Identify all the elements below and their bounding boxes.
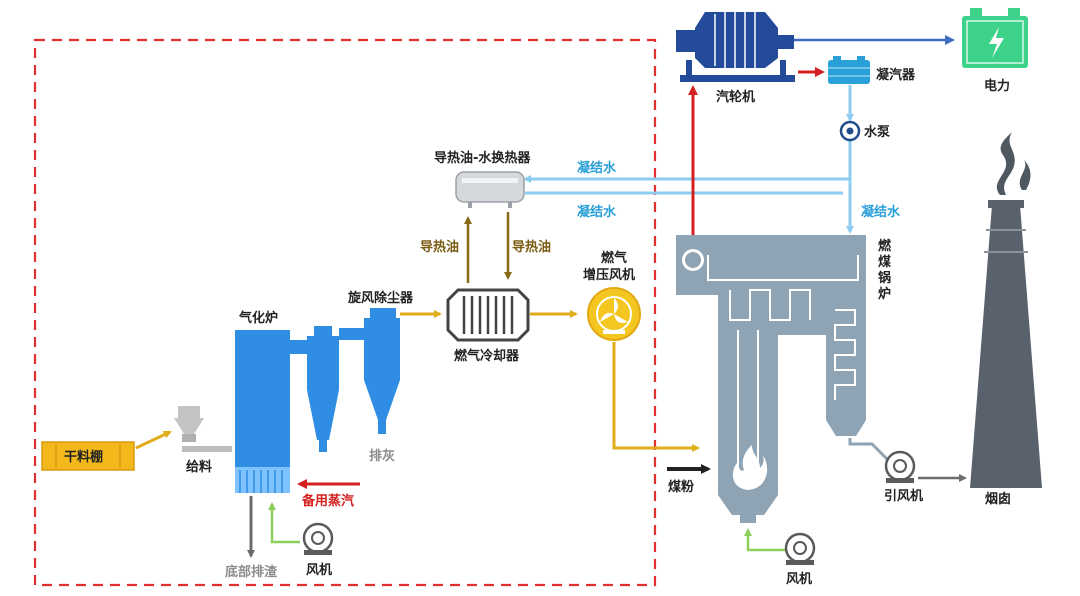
fan-left-label: 风机	[306, 562, 332, 578]
air-arrow-boiler	[744, 528, 785, 552]
condenser-icon	[828, 56, 870, 84]
feed-label: 给料	[186, 459, 212, 475]
air-arrow-gasifier	[268, 502, 300, 544]
battery-icon	[962, 8, 1028, 68]
boiler-label-2: 煤	[878, 254, 891, 270]
boiler-label-3: 锅	[878, 270, 891, 286]
pump-label: 水泵	[864, 124, 890, 140]
booster-fan-label-1: 燃气	[601, 250, 627, 266]
condensate-label-right: 凝结水	[861, 204, 901, 220]
fan-icon	[302, 522, 334, 555]
induced-fan-label: 引风机	[884, 488, 923, 504]
condensate-lines	[523, 85, 854, 234]
ash-discharge-label: 排灰	[369, 448, 395, 464]
chimney-icon	[970, 132, 1042, 488]
flame-icon	[732, 445, 768, 490]
gasification-boundary	[33, 38, 657, 587]
feeder-hopper	[174, 406, 232, 452]
dry-shed	[41, 441, 135, 471]
chimney-label: 烟囱	[985, 491, 1011, 507]
heat-exchanger	[455, 171, 525, 208]
bottom-slag-label: 底部排渣	[225, 564, 278, 580]
condenser-label: 凝汽器	[876, 67, 916, 83]
coal-powder-label: 煤粉	[668, 479, 694, 495]
gas-arrow-to-boiler	[612, 342, 700, 452]
feed-arrow	[135, 430, 172, 450]
condensate-label-mid: 凝结水	[577, 204, 617, 220]
gasifier	[235, 308, 400, 493]
booster-fan-label-2: 增压风机	[583, 267, 635, 283]
heat-exchanger-label: 导热油-水换热器	[434, 150, 531, 166]
condensate-label-top: 凝结水	[577, 160, 617, 176]
oil-label-left: 导热油	[420, 239, 459, 255]
gas-cooler-label: 燃气冷却器	[454, 348, 520, 364]
fan-icon-right	[784, 532, 816, 565]
boiler-label-4: 炉	[878, 286, 891, 302]
flue-gas-line	[848, 438, 890, 462]
boiler-label-1: 燃	[878, 238, 892, 254]
oil-label-right: 导热油	[512, 239, 551, 255]
turbine-label: 汽轮机	[716, 89, 755, 105]
turbine-icon	[676, 12, 795, 82]
dry-shed-label: 干料棚	[64, 449, 103, 465]
cyclone-label: 旋风除尘器	[347, 290, 414, 306]
fan-right-label: 风机	[786, 571, 812, 587]
induced-fan-icon	[884, 450, 916, 483]
booster-fan-icon	[587, 287, 641, 341]
backup-steam-label: 备用蒸汽	[301, 493, 354, 509]
pump-icon	[839, 120, 861, 142]
gas-cooler	[446, 288, 530, 342]
boiler	[676, 235, 866, 523]
power-label: 电力	[984, 78, 1010, 94]
gasifier-label: 气化炉	[239, 310, 278, 326]
